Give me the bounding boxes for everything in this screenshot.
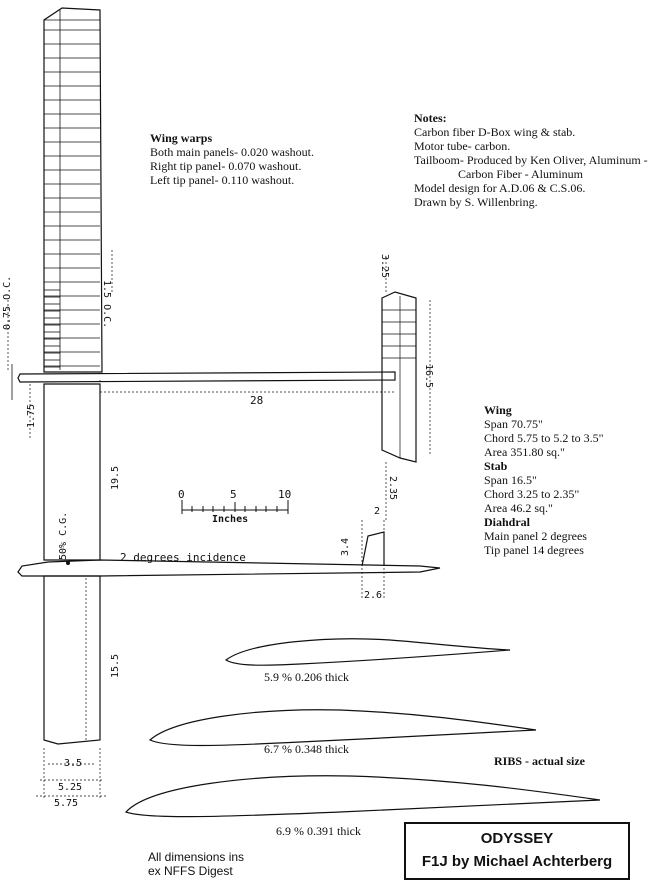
spec-line: Span 16.5": [484, 473, 537, 487]
notes-line: Carbon Fiber - Aluminum: [458, 167, 583, 181]
spec-dihedral-heading: Diahdral: [484, 515, 531, 529]
dim-stab-chord-root: 3.25: [379, 254, 390, 279]
spec-stab-heading: Stab: [484, 459, 508, 473]
dim-stab-span: 16.5: [423, 364, 434, 389]
upper-wing-ribs: [44, 19, 100, 368]
spec-wing-heading: Wing: [484, 403, 512, 417]
wing-warps-line: Right tip panel- 0.070 washout.: [150, 159, 302, 173]
spec-line: Span 70.75": [484, 417, 543, 431]
fuselage-top-view: [17, 371, 396, 383]
design-subtitle: F1J by Michael Achterberg: [421, 853, 613, 870]
spec-line: Tip panel 14 degrees: [484, 543, 584, 557]
spec-line: Area 351.80 sq.": [484, 445, 565, 459]
airfoil-rib-1: [224, 638, 511, 666]
notes-line: Model design for A.D.06 & C.S.06.: [414, 181, 586, 195]
airfoil-rib-3: [124, 775, 601, 818]
lower-wing-outline: [43, 383, 101, 561]
notes-line: Drawn by S. Willenbring.: [414, 195, 538, 209]
scale-bar: [181, 500, 289, 514]
scale-tick-10: 10: [278, 488, 292, 501]
wing-warps-heading: Wing warps: [150, 131, 213, 145]
title-block: ODYSSEY F1J by Michael Achterberg: [404, 822, 630, 880]
stab-outline: [381, 291, 417, 463]
airfoil-label-2: 6.7 % 0.348 thick: [264, 742, 349, 756]
wing-warps-line: Both main panels- 0.020 washout.: [150, 145, 314, 159]
dim-fin-top: 2: [374, 506, 381, 517]
scale-unit: Inches: [212, 514, 249, 525]
upper-wing-outline: [43, 7, 103, 373]
notes-heading: Notes:: [414, 111, 447, 125]
dim-rib-spacing-tip: 0.75 O.C.: [2, 275, 13, 330]
wing-warps-line: Left tip panel- 0.110 washout.: [150, 173, 295, 187]
dim-boom-length: 28: [250, 394, 264, 407]
notes-line: Carbon fiber D-Box wing & stab.: [414, 125, 576, 139]
dim-rib-spacing-main: 1.5 O.C.: [101, 280, 112, 329]
scale-tick-0: 0: [178, 488, 185, 501]
dim-stab-chord-tip: 2.35: [387, 476, 398, 501]
cg-marker: [66, 561, 70, 565]
scale-tick-5: 5: [230, 488, 237, 501]
cg-label: 50% C.G.: [58, 511, 69, 560]
dim-wing-panel-15: 15.5: [110, 653, 121, 678]
spec-line: Chord 5.75 to 5.2 to 3.5": [484, 431, 604, 445]
notes-line: Motor tube- carbon.: [414, 139, 511, 153]
dim-fin-height: 3.4: [340, 537, 351, 556]
spec-line: Chord 3.25 to 2.35": [484, 487, 580, 501]
airfoil-label-3: 6.9 % 0.391 thick: [276, 824, 361, 838]
fin-outline: [361, 531, 385, 567]
dim-fin-base: 2.6: [364, 590, 383, 601]
notes-line: Tailboom- Produced by Ken Oliver, Alumin…: [414, 153, 648, 167]
dim-mid-chord: 5.25: [58, 782, 83, 793]
dim-tail-root: 1.75: [26, 403, 37, 428]
stab-ribs: [382, 309, 416, 359]
dimension-lines: [7, 250, 431, 560]
ribs-caption: RIBS - actual size: [494, 754, 585, 768]
dim-tip-chord: 3.5: [64, 758, 83, 769]
lower-wing-side: [43, 575, 101, 745]
incidence-label: 2 degrees incidence: [120, 551, 246, 564]
dim-root-chord: 5.75: [54, 798, 79, 809]
spec-line: Main panel 2 degrees: [484, 529, 587, 543]
dim-wing-panel-19: 19.5: [110, 465, 121, 490]
airfoil-label-1: 5.9 % 0.206 thick: [264, 670, 349, 684]
footer-line-2: ex NFFS Digest: [148, 864, 233, 878]
footer-line-1: All dimensions ins: [148, 850, 245, 864]
chord-dimensions: [36, 748, 108, 800]
design-title: ODYSSEY: [480, 830, 554, 847]
airfoil-rib-2: [148, 709, 537, 747]
spec-line: Area 46.2 sq.": [484, 501, 553, 515]
